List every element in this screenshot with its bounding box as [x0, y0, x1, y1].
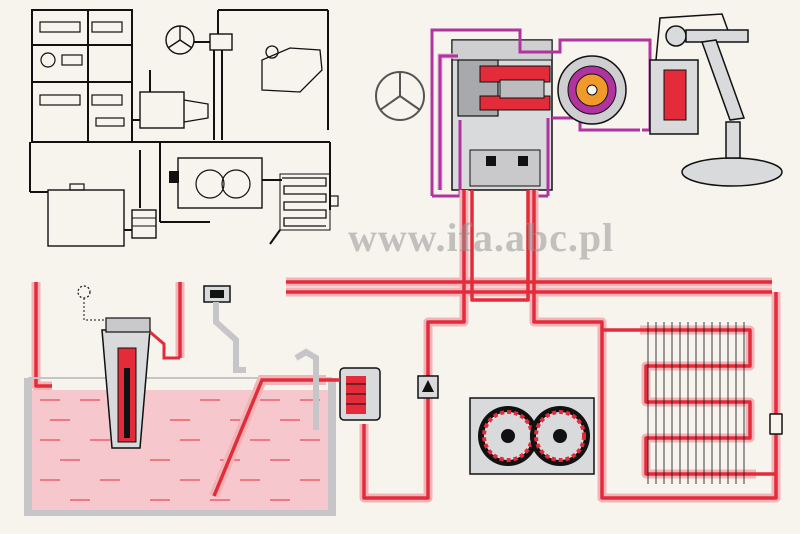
top-left-schematic	[29, 9, 339, 247]
heat-exchanger-coil-icon	[640, 322, 756, 484]
reservoir-icon	[47, 189, 125, 247]
valve-icon	[203, 285, 319, 430]
lower-valve-housing	[31, 81, 133, 143]
filter-icon	[131, 209, 157, 239]
valve-icon	[417, 375, 439, 399]
gear-pump-icon	[557, 55, 627, 125]
filter-icon	[339, 367, 381, 421]
heat-exchanger-coil-icon	[279, 173, 331, 231]
valve-icon	[769, 413, 783, 435]
reservoir-icon	[24, 377, 336, 516]
gear-pump-icon	[469, 397, 595, 475]
steering-wheel-icon	[165, 25, 195, 55]
gear-pump-icon	[177, 157, 263, 209]
valve-icon	[77, 285, 180, 449]
pressure-circuit	[31, 190, 783, 503]
steering-wheel-icon	[375, 71, 425, 121]
control-valve-assembly	[430, 13, 783, 198]
